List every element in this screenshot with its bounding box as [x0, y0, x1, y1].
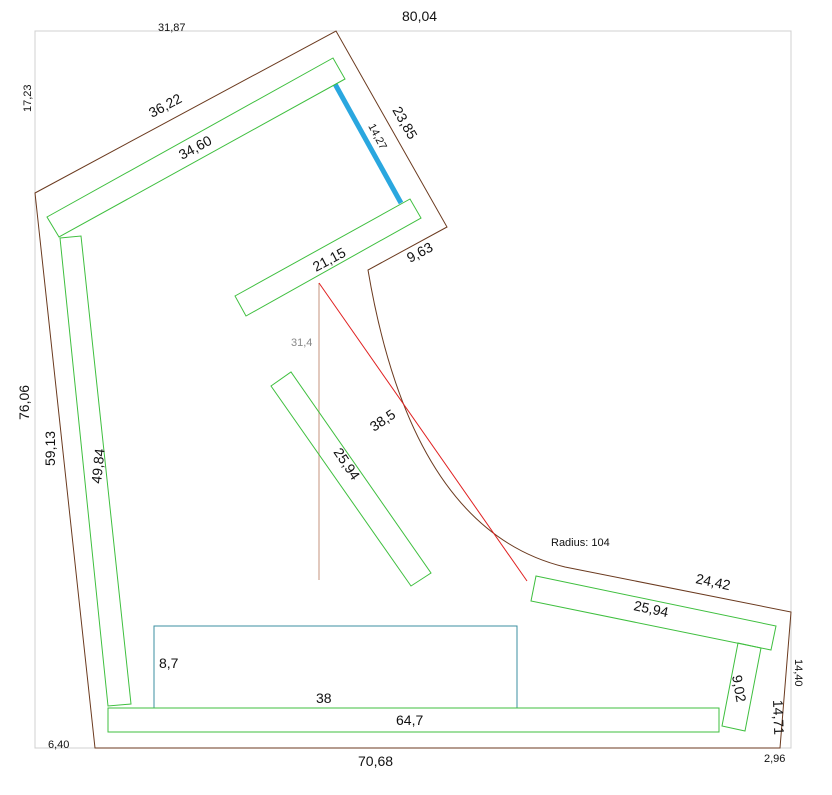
bottom-right-offset-label: 2,96 [764, 753, 785, 765]
radius-label: Radius: 104 [551, 537, 610, 549]
red-diagonal-line [318, 282, 528, 582]
right-shelf-label: 24,42 [694, 570, 732, 593]
left-board [59, 235, 132, 707]
box-width-label: 38 [316, 690, 332, 706]
right-edge-height-label: 14,40 [792, 659, 804, 687]
bottom-left-offset-label: 6,40 [48, 739, 69, 751]
left-top-offset-label: 17,23 [22, 84, 34, 112]
top-board-label: 34,60 [176, 132, 215, 163]
bottom-board [107, 707, 720, 733]
vertical-guide-label: 31,4 [291, 337, 312, 349]
top-board [46, 57, 346, 238]
blue-bar [332, 82, 404, 205]
box-height-label: 8,7 [159, 655, 179, 671]
bottom-board-label: 64,7 [396, 712, 423, 728]
left-height-label: 76,06 [16, 385, 32, 420]
right-lower-label: 14,71 [770, 700, 787, 736]
right-board-label: 25,94 [632, 597, 670, 620]
left-board-label: 49,84 [88, 448, 108, 485]
right-board [530, 575, 777, 651]
red-diagonal-label: 38,5 [367, 406, 399, 435]
cabinet-outline [34, 30, 792, 749]
right-small-board-label: 9,02 [729, 674, 750, 704]
inner-top-board [234, 198, 422, 317]
page-frame [34, 30, 792, 749]
inner-box [153, 625, 518, 709]
top-width-label: 80,04 [402, 8, 437, 24]
left-inner-height-label: 59,13 [42, 431, 58, 466]
upper-right-slope-label: 23,85 [389, 104, 420, 143]
diagonal-board [270, 371, 432, 587]
top-left-offset-label: 31,87 [158, 22, 186, 34]
notch-edge-label: 9,63 [404, 239, 436, 266]
bottom-width-label: 70,68 [358, 753, 393, 769]
inner-top-board-label: 21,15 [310, 244, 349, 275]
right-small-board [721, 642, 762, 732]
diagonal-board-label: 25,94 [331, 445, 364, 483]
